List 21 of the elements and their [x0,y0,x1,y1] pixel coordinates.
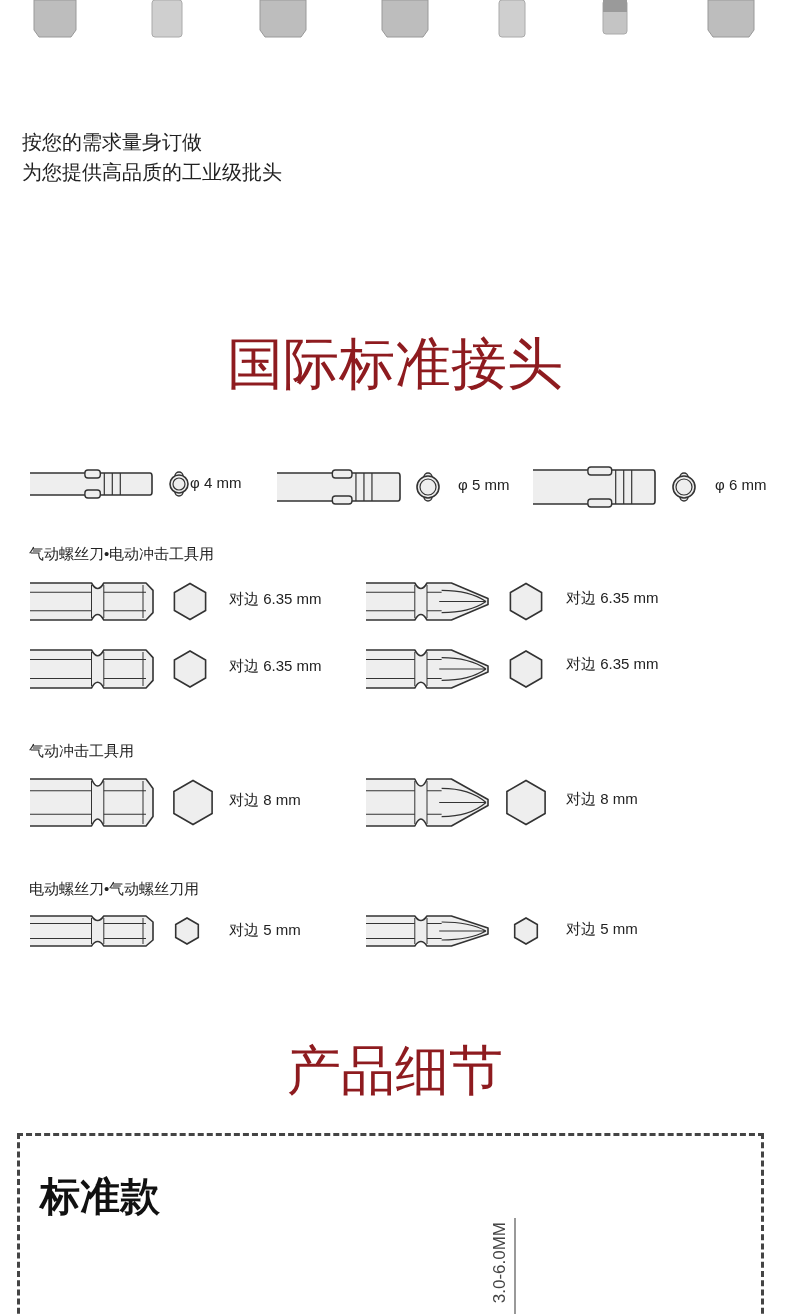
diameter-label: φ 4 mm [190,474,242,492]
dashed-panel [17,1133,764,1314]
panel-heading: 标准款 [40,1174,160,1218]
size-label: 对边 6.35 mm [229,657,322,675]
section-title: 国际标准接头 [226,331,564,397]
section-title: 产品细节 [286,1039,504,1102]
usage-caption: 气动螺丝刀•电动冲击工具用 [29,545,215,563]
size-label: 对边 6.35 mm [566,655,659,673]
description-line: 按您的需求量身订做 [22,130,202,154]
diameter-label: φ 6 mm [715,476,767,494]
usage-caption: 气动冲击工具用 [29,742,134,760]
size-label: 对边 5 mm [229,921,301,939]
dimension-label: 3.0-6.0MM [490,1222,510,1304]
size-label: 对边 5 mm [566,920,638,938]
usage-caption: 电动螺丝刀•气动螺丝刀用 [29,880,200,898]
size-label: 对边 8 mm [229,791,301,809]
description-line: 为您提供高品质的工业级批头 [22,160,282,184]
diameter-label: φ 5 mm [458,476,510,494]
size-label: 对边 6.35 mm [229,590,322,608]
size-label: 对边 8 mm [566,790,638,808]
size-label: 对边 6.35 mm [566,589,659,607]
